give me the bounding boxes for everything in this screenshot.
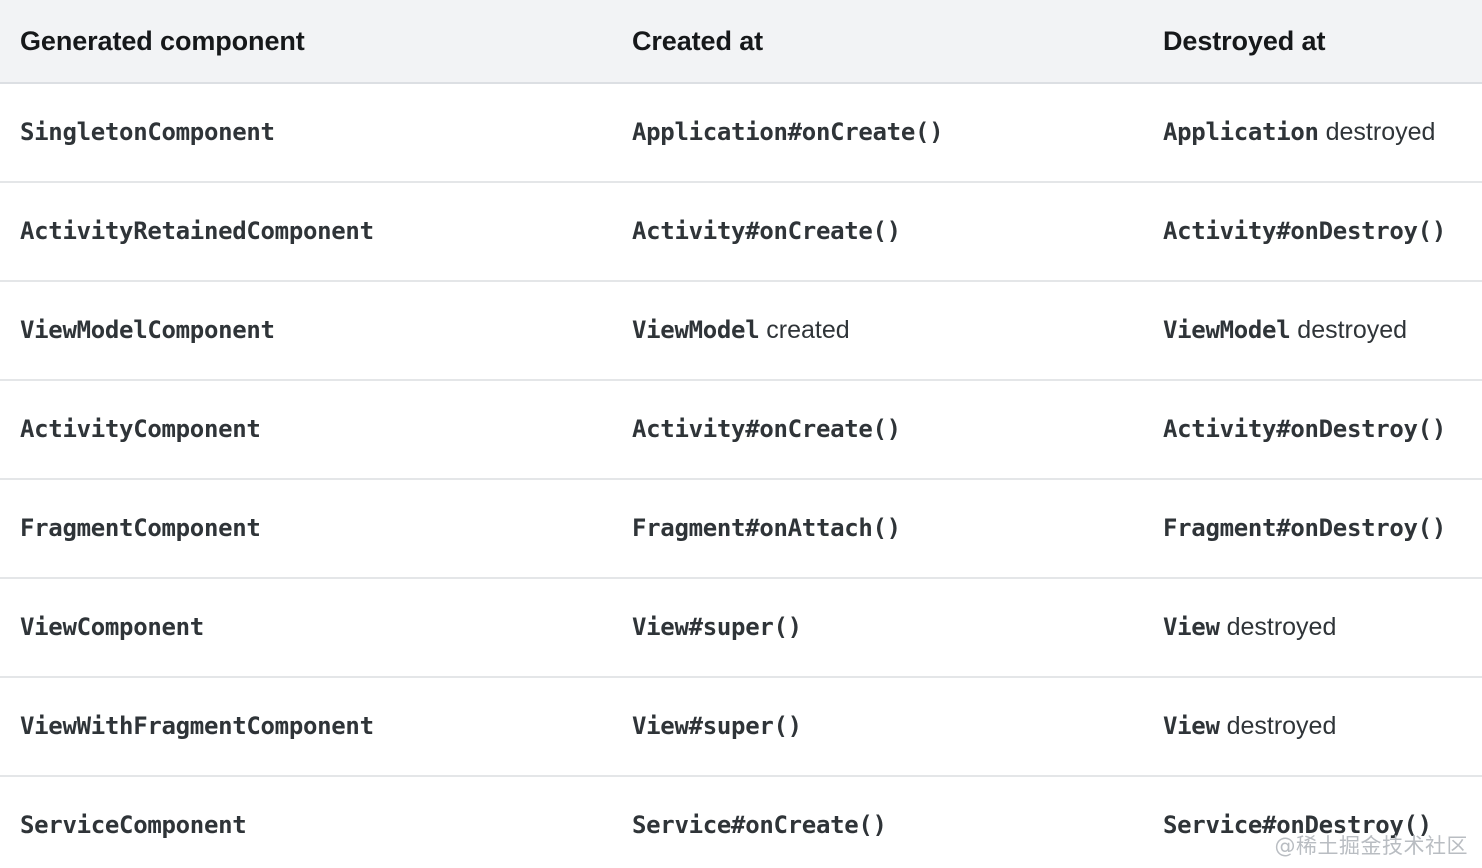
destroyed-at-code: ViewModel [1163, 315, 1291, 344]
cell-destroyed-at: Service#onDestroy() [1143, 776, 1482, 868]
created-at-code: Service#onCreate() [632, 811, 887, 840]
cell-destroyed-at: View destroyed [1143, 578, 1482, 678]
destroyed-at-code: Activity#onDestroy() [1163, 414, 1446, 443]
cell-created-at: ViewModel created [612, 281, 1143, 381]
cell-destroyed-at: ViewModel destroyed [1143, 281, 1482, 381]
created-at-code: View#super() [632, 612, 802, 641]
cell-generated-component: FragmentComponent [0, 479, 612, 579]
cell-destroyed-at: Application destroyed [1143, 83, 1482, 183]
destroyed-at-code: Fragment#onDestroy() [1163, 513, 1446, 542]
cell-generated-component: ViewModelComponent [0, 281, 612, 381]
table-row: ActivityRetainedComponent Activity#onCre… [0, 182, 1482, 282]
cell-generated-component: ViewWithFragmentComponent [0, 677, 612, 777]
cell-created-at: View#super() [612, 578, 1143, 678]
column-header-destroyed-at: Destroyed at [1143, 0, 1482, 84]
component-name: SingletonComponent [20, 117, 275, 146]
component-name: ActivityComponent [20, 414, 261, 443]
column-header-generated-component: Generated component [0, 0, 612, 84]
destroyed-at-text: destroyed [1226, 612, 1337, 641]
table-row: FragmentComponent Fragment#onAttach() Fr… [0, 479, 1482, 579]
destroyed-at-text: destroyed [1226, 711, 1337, 740]
table-body: SingletonComponent Application#onCreate(… [0, 83, 1482, 868]
cell-created-at: Fragment#onAttach() [612, 479, 1143, 579]
destroyed-at-code: Application [1163, 117, 1319, 146]
component-name: ViewComponent [20, 612, 204, 641]
cell-generated-component: ActivityRetainedComponent [0, 182, 612, 282]
cell-created-at: View#super() [612, 677, 1143, 777]
cell-destroyed-at: Activity#onDestroy() [1143, 182, 1482, 282]
table-row: ViewModelComponent ViewModel created Vie… [0, 281, 1482, 381]
cell-created-at: Service#onCreate() [612, 776, 1143, 868]
created-at-code: ViewModel [632, 315, 760, 344]
cell-destroyed-at: View destroyed [1143, 677, 1482, 777]
column-header-created-at: Created at [612, 0, 1143, 84]
cell-created-at: Activity#onCreate() [612, 380, 1143, 480]
cell-destroyed-at: Fragment#onDestroy() [1143, 479, 1482, 579]
table-row: ViewWithFragmentComponent View#super() V… [0, 677, 1482, 777]
component-name: ActivityRetainedComponent [20, 216, 374, 245]
destroyed-at-text: destroyed [1297, 315, 1408, 344]
cell-created-at: Activity#onCreate() [612, 182, 1143, 282]
component-name: ServiceComponent [20, 811, 247, 840]
destroyed-at-code: View [1163, 612, 1220, 641]
created-at-text: created [766, 315, 850, 344]
component-name: ViewWithFragmentComponent [20, 711, 374, 740]
table-row: ServiceComponent Service#onCreate() Serv… [0, 776, 1482, 868]
component-name: ViewModelComponent [20, 315, 275, 344]
created-at-code: Activity#onCreate() [632, 216, 901, 245]
cell-generated-component: SingletonComponent [0, 83, 612, 183]
table-row: SingletonComponent Application#onCreate(… [0, 83, 1482, 183]
created-at-code: View#super() [632, 711, 802, 740]
component-name: FragmentComponent [20, 513, 261, 542]
table-header: Generated component Created at Destroyed… [0, 0, 1482, 84]
destroyed-at-code: Service#onDestroy() [1163, 811, 1432, 840]
cell-generated-component: ActivityComponent [0, 380, 612, 480]
table-header-row: Generated component Created at Destroyed… [0, 0, 1482, 84]
created-at-code: Application#onCreate() [632, 117, 944, 146]
created-at-code: Activity#onCreate() [632, 414, 901, 443]
destroyed-at-code: View [1163, 711, 1220, 740]
cell-destroyed-at: Activity#onDestroy() [1143, 380, 1482, 480]
cell-generated-component: ServiceComponent [0, 776, 612, 868]
table-row: ActivityComponent Activity#onCreate() Ac… [0, 380, 1482, 480]
destroyed-at-code: Activity#onDestroy() [1163, 216, 1446, 245]
created-at-code: Fragment#onAttach() [632, 513, 901, 542]
cell-created-at: Application#onCreate() [612, 83, 1143, 183]
cell-generated-component: ViewComponent [0, 578, 612, 678]
destroyed-at-text: destroyed [1325, 117, 1436, 146]
table-row: ViewComponent View#super() View destroye… [0, 578, 1482, 678]
